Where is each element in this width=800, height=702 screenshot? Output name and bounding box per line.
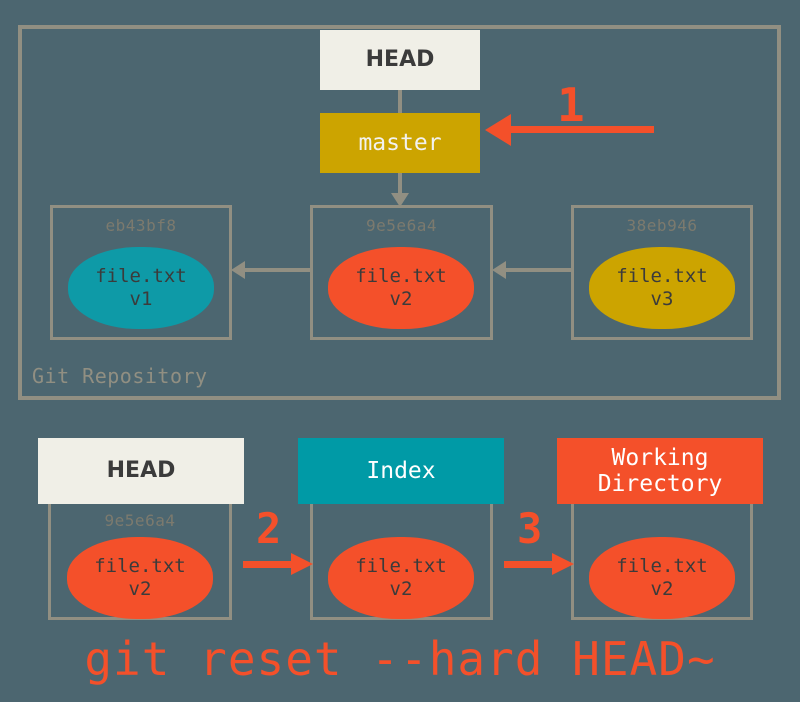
blob-filename: file.txt bbox=[616, 265, 708, 288]
commit-container-9e5e6a4: 9e5e6a4 bbox=[310, 205, 493, 340]
step-2-arrow-shaft bbox=[243, 561, 293, 568]
step-number-3: 3 bbox=[517, 504, 543, 553]
blob-version: v1 bbox=[129, 288, 153, 310]
blob-area-head: file.txt v2 bbox=[67, 537, 213, 619]
parent-link-arrowhead-left-2 bbox=[492, 261, 506, 279]
blob-filename: file.txt bbox=[616, 555, 708, 578]
step-3-arrowhead bbox=[552, 553, 574, 575]
blob-eb43bf8: file.txt v1 bbox=[68, 247, 214, 329]
commit-container-38eb946: 38eb946 bbox=[571, 205, 753, 340]
commit-container-eb43bf8: eb43bf8 bbox=[50, 205, 232, 340]
commit-sha-eb43bf8: eb43bf8 bbox=[105, 216, 177, 235]
step-1-arrowhead bbox=[485, 114, 511, 146]
area-title-working-line2: Directory bbox=[597, 471, 723, 497]
master-branch-box: master bbox=[320, 113, 480, 173]
area-title-index-label: Index bbox=[366, 457, 436, 484]
command-caption: git reset --hard HEAD~ bbox=[84, 632, 716, 686]
blob-9e5e6a4: file.txt v2 bbox=[328, 247, 474, 329]
blob-version: v2 bbox=[650, 578, 674, 600]
repo-head-label: HEAD bbox=[365, 47, 435, 73]
master-to-commit-arrowhead bbox=[391, 193, 409, 207]
commit-sha-9e5e6a4: 9e5e6a4 bbox=[366, 216, 437, 235]
step-3-arrow-shaft bbox=[504, 561, 554, 568]
step-2-arrowhead bbox=[291, 553, 313, 575]
parent-link-38eb946-to-9e5e6a4 bbox=[506, 268, 571, 272]
blob-area-working-directory: file.txt v2 bbox=[589, 537, 735, 619]
blob-filename: file.txt bbox=[95, 265, 187, 288]
area-title-head: HEAD bbox=[38, 438, 244, 504]
blob-version: v3 bbox=[650, 288, 674, 310]
master-to-commit-line bbox=[398, 173, 402, 195]
blob-filename: file.txt bbox=[355, 265, 447, 288]
parent-link-arrowhead-left-1 bbox=[231, 261, 245, 279]
step-number-1: 1 bbox=[557, 78, 585, 132]
git-repository-frame bbox=[18, 25, 781, 400]
area-title-working-line1: Working bbox=[611, 444, 709, 471]
area-title-index: Index bbox=[298, 438, 504, 504]
blob-version: v2 bbox=[389, 288, 413, 310]
master-branch-label: master bbox=[358, 129, 442, 156]
area-title-working-directory: Working Directory bbox=[557, 438, 763, 504]
git-repository-label: Git Repository bbox=[32, 364, 208, 388]
parent-link-9e5e6a4-to-eb43bf8 bbox=[245, 268, 310, 272]
area-sha-head: 9e5e6a4 bbox=[104, 511, 176, 530]
commit-sha-38eb946: 38eb946 bbox=[626, 216, 698, 235]
blob-version: v2 bbox=[389, 578, 413, 600]
blob-filename: file.txt bbox=[94, 555, 186, 578]
repo-head-box: HEAD bbox=[320, 30, 480, 90]
head-to-master-connector bbox=[398, 90, 402, 113]
blob-filename: file.txt bbox=[355, 555, 447, 578]
blob-38eb946: file.txt v3 bbox=[589, 247, 735, 329]
blob-version: v2 bbox=[128, 578, 152, 600]
step-number-2: 2 bbox=[256, 504, 282, 553]
step-1-arrow-shaft bbox=[511, 126, 654, 133]
area-title-head-label: HEAD bbox=[106, 458, 176, 484]
blob-area-index: file.txt v2 bbox=[328, 537, 474, 619]
